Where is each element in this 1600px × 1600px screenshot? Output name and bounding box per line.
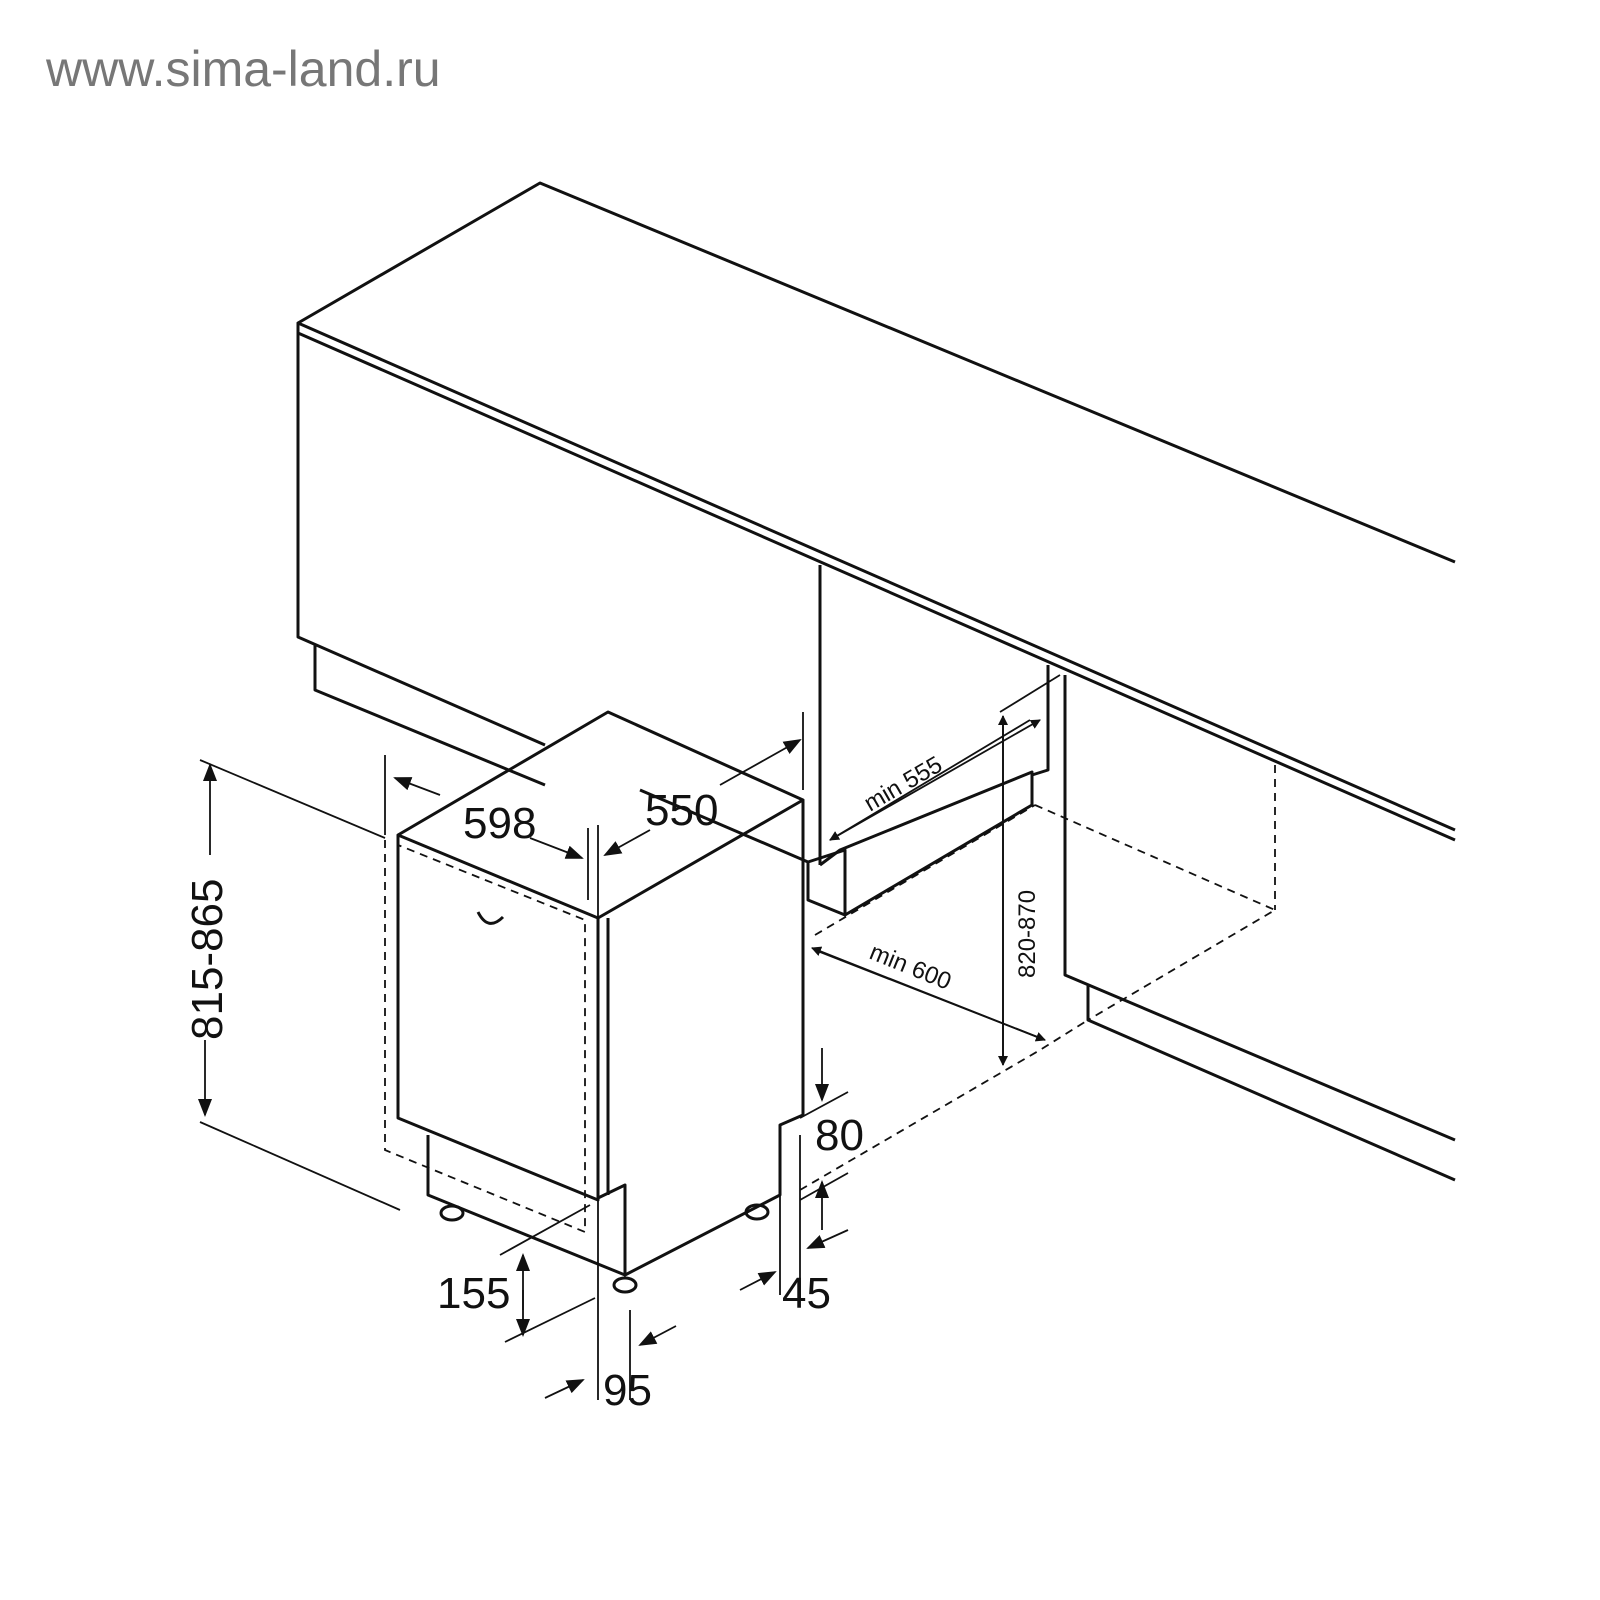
foot-icon [744, 1203, 770, 1221]
left-cabinet [296, 333, 822, 865]
niche-height-label: 820-870 [1014, 890, 1041, 978]
watermark: www.sima-land.ru [46, 41, 441, 97]
dimension-lines [198, 674, 1061, 1400]
plinth-gap-label: 45 [782, 1269, 831, 1318]
height-range-label: 815-865 [183, 879, 232, 1040]
depth-label: 550 [645, 786, 718, 835]
niche-depth-label: min 555 [860, 751, 947, 817]
countertop [296, 181, 1456, 842]
dishwasher [384, 710, 805, 1294]
width-label: 598 [463, 799, 536, 848]
plinth-height-label: 80 [815, 1111, 864, 1160]
door-bottom-label: 155 [437, 1269, 510, 1318]
foot-icon [612, 1276, 638, 1294]
niche-section [799, 665, 1277, 1191]
plinth-depth-label: 95 [603, 1366, 652, 1415]
foot-icon [439, 1204, 465, 1222]
right-cabinet [1063, 675, 1456, 1182]
door-handle-icon [476, 911, 505, 925]
